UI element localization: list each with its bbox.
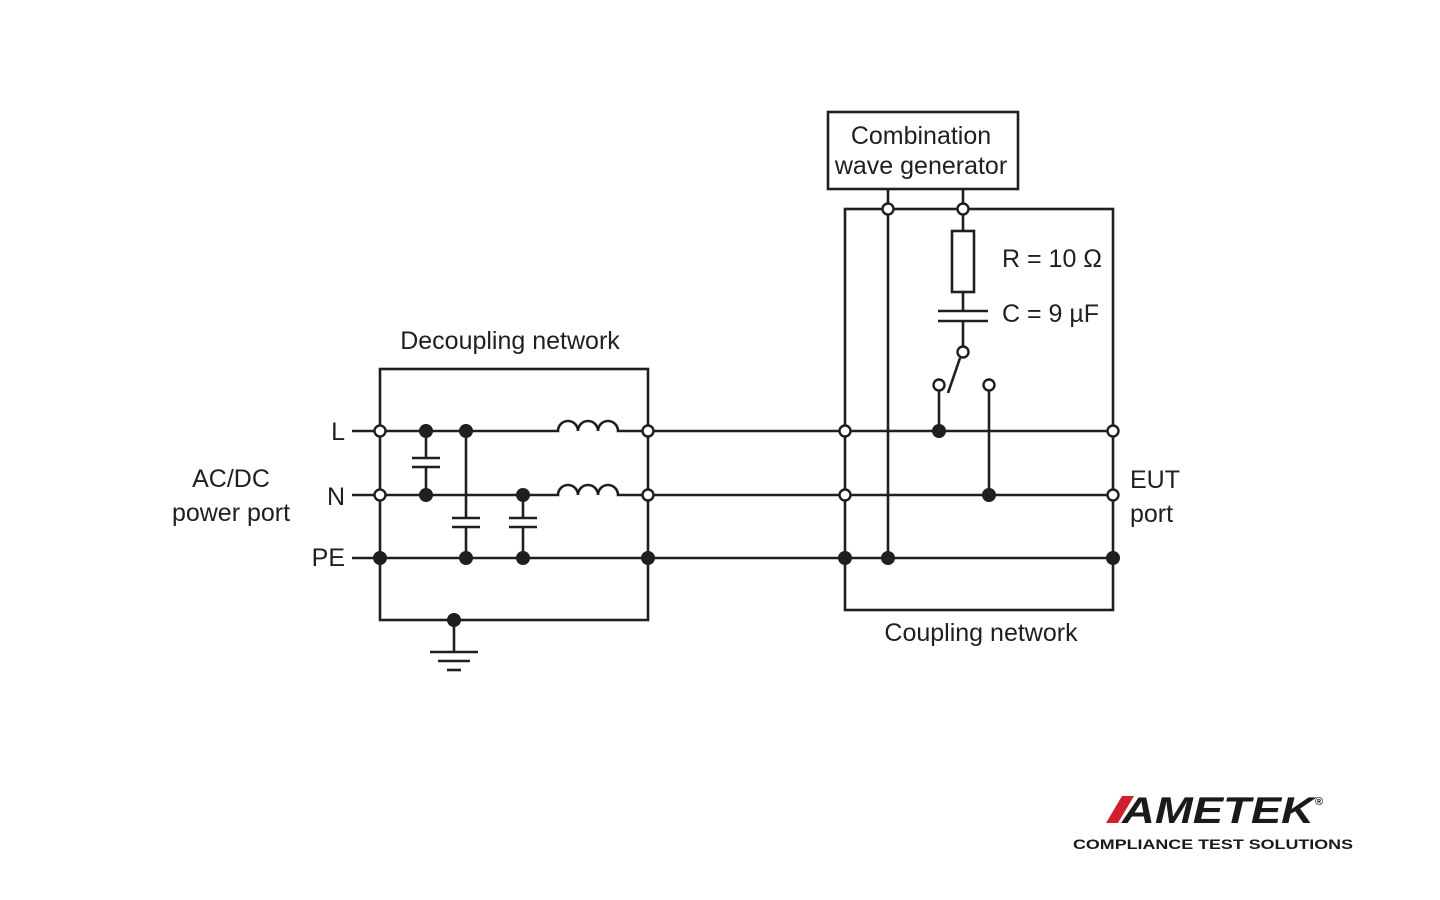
inductor-l-symbol: [540, 419, 620, 433]
eut-port-label-line2: port: [1130, 500, 1173, 528]
logo-accent-mark: [1106, 796, 1134, 823]
line-n-label: N: [327, 483, 345, 511]
logo-tagline: COMPLIANCE TEST SOLUTIONS: [1073, 836, 1353, 852]
capacitor-l-n-symbol: [412, 431, 440, 495]
generator-box: [826, 110, 1020, 191]
open-terminals: [373, 202, 1120, 502]
resistor-symbol: [950, 229, 976, 294]
acdc-port-label-line1: AC/DC: [192, 465, 270, 493]
logo-brand: AMETEK: [1121, 790, 1317, 831]
coupling-network-label: Coupling network: [884, 619, 1078, 647]
ground-icon: [430, 620, 478, 672]
coupling-network-box: [843, 207, 1115, 612]
eut-port-label-line1: EUT: [1130, 466, 1180, 494]
line-l-label: L: [331, 418, 345, 446]
acdc-port-label-line2: power port: [172, 499, 290, 527]
generator-label-line2: wave generator: [834, 152, 1007, 180]
generator-label-line1: Combination: [851, 122, 991, 150]
switch-blade: [946, 357, 962, 394]
inductor-n-symbol: [540, 483, 620, 497]
junction-dots: [373, 424, 1120, 627]
capacitor-n-pe-symbol: [509, 495, 537, 558]
ametek-logo: AMETEK ® COMPLIANCE TEST SOLUTIONS: [1073, 790, 1353, 852]
decoupling-network-label: Decoupling network: [400, 327, 620, 355]
resistor-label: R = 10 Ω: [1002, 245, 1102, 273]
coupling-capacitor-symbol: [938, 292, 988, 352]
line-pe-label: PE: [312, 544, 345, 572]
capacitor-label: C = 9 µF: [1002, 300, 1099, 328]
logo-registered-mark: ®: [1315, 796, 1323, 808]
